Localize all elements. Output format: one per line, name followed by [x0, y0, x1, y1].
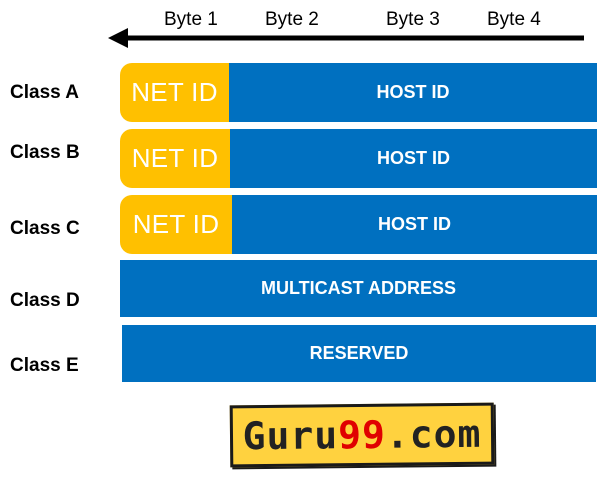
byte-3-label: Byte 3	[386, 9, 440, 30]
class-b-row: NET ID HOST ID	[120, 129, 597, 188]
class-e-reserved: RESERVED	[122, 325, 596, 382]
guru99-logo: Guru99.com	[229, 402, 495, 468]
class-d-multicast: MULTICAST ADDRESS	[120, 260, 597, 317]
byte-2-label: Byte 2	[265, 9, 319, 30]
class-c-row: NET ID HOST ID	[120, 195, 597, 254]
class-c-net-id: NET ID	[120, 195, 232, 254]
class-b-net-id: NET ID	[120, 129, 230, 188]
logo-prefix: Guru	[242, 413, 339, 459]
logo-text: Guru99.com	[242, 412, 481, 458]
byte-4-label: Byte 4	[487, 9, 541, 30]
left-arrow-icon	[108, 28, 584, 48]
class-a-host-id: HOST ID	[229, 63, 597, 122]
class-a-row: NET ID HOST ID	[120, 63, 597, 122]
class-d-label: Class D	[10, 290, 80, 311]
class-b-host-id: HOST ID	[230, 129, 597, 188]
class-a-label: Class A	[10, 82, 79, 103]
class-e-label: Class E	[10, 355, 79, 376]
class-a-net-id: NET ID	[120, 63, 229, 122]
logo-accent: 99	[337, 412, 387, 458]
logo-suffix: .com	[385, 411, 482, 457]
byte-1-label: Byte 1	[164, 9, 218, 30]
class-b-label: Class B	[10, 142, 80, 163]
class-c-label: Class C	[10, 218, 80, 239]
class-c-host-id: HOST ID	[232, 195, 597, 254]
